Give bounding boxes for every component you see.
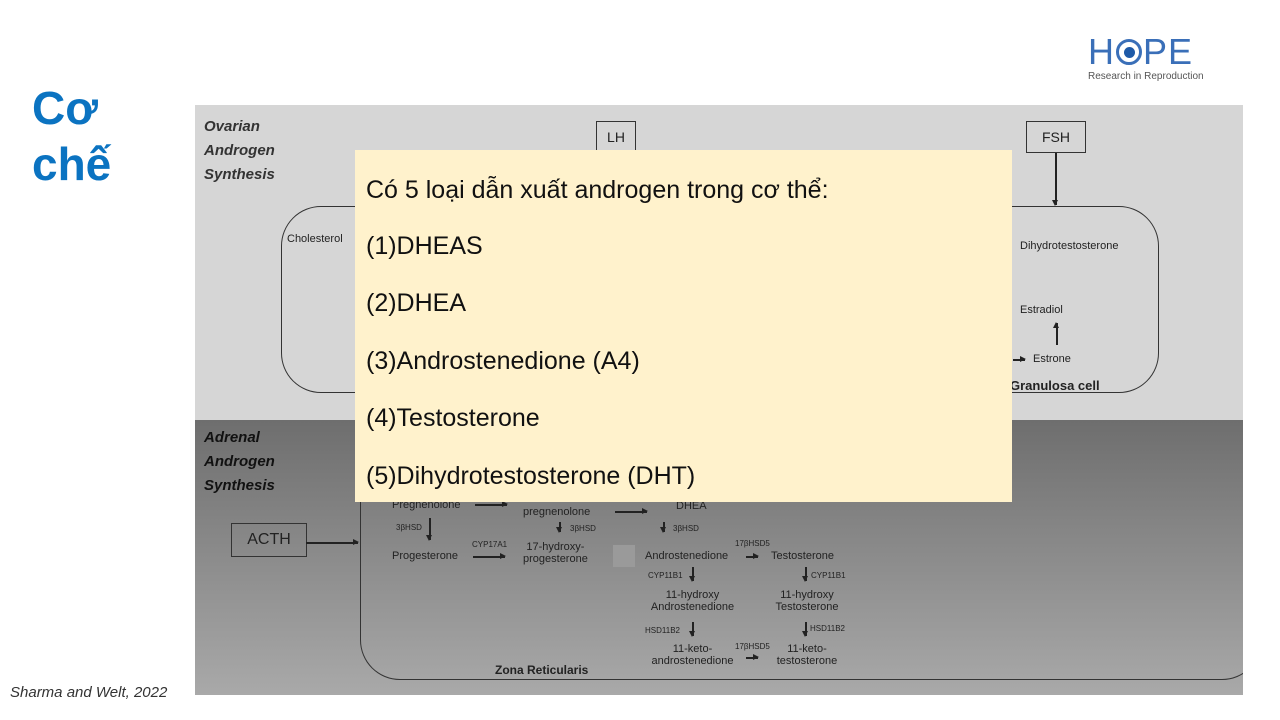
estradiol-label: Estradiol xyxy=(1020,304,1063,316)
dhea-label: DHEA xyxy=(676,500,707,512)
label-line: Ovarian xyxy=(204,118,260,135)
arrow xyxy=(802,622,808,637)
hydroxy-progesterone-label: 17-hydroxy- progesterone xyxy=(523,541,588,565)
obscured-patch xyxy=(613,545,635,567)
text-line: 17-hydroxy- xyxy=(526,541,585,553)
to-estrone-arrow xyxy=(1013,356,1026,362)
enzyme-label: HSD11B2 xyxy=(645,626,680,635)
testosterone-label: Testosterone xyxy=(771,550,834,562)
adrenal-label: Adrenal Androgen Synthesis xyxy=(204,426,275,498)
text-line: androstenedione xyxy=(651,655,734,667)
enzyme-label: CYP17A1 xyxy=(472,540,508,549)
arrow xyxy=(689,622,695,637)
text-line: Androstenedione xyxy=(650,601,735,613)
callout-item: (4)Testosterone xyxy=(366,404,540,432)
text-line: testosterone xyxy=(776,655,838,667)
enzyme-label: CYP11B1 xyxy=(811,571,846,580)
text-line: 11-hydroxy xyxy=(780,589,834,601)
keto-testosterone-label: 11-keto- testosterone xyxy=(769,643,845,667)
keto-androstenedione-label: 11-keto- androstenedione xyxy=(645,643,740,667)
arrow xyxy=(475,501,508,507)
label-line: Androgen xyxy=(204,453,275,470)
label-line: Androgen xyxy=(204,142,275,159)
callout-item: (5)Dihydrotestosterone (DHT) xyxy=(366,462,696,490)
arrow xyxy=(473,553,506,559)
text-line: Testosterone xyxy=(775,601,839,613)
granulosa-cell-label: Granulosa cell xyxy=(1010,378,1100,393)
eye-icon xyxy=(1116,39,1142,65)
arrow xyxy=(802,567,808,582)
lh-box: LH xyxy=(596,121,636,153)
pregnenolone-label: Pregnenolone xyxy=(392,499,461,511)
label-line: Adrenal xyxy=(204,429,260,446)
enzyme-label: 3βHSD xyxy=(673,524,699,533)
dihydrotestosterone-label: Dihydrotestosterone xyxy=(1020,240,1119,252)
label-line: Synthesis xyxy=(204,166,275,183)
ovarian-label: Ovarian Androgen Synthesis xyxy=(204,115,275,187)
text-line: 11-keto- xyxy=(672,643,713,655)
citation: Sharma and Welt, 2022 xyxy=(10,684,168,701)
title-line-2: chế xyxy=(32,138,112,190)
enzyme-label: 17βHSD5 xyxy=(735,539,770,548)
hydroxy-pregnenolone-label: pregnenolone xyxy=(523,506,591,518)
arrow xyxy=(426,518,432,541)
fsh-arrow xyxy=(1052,153,1058,206)
text-line: 11-hydroxy xyxy=(665,589,720,601)
cholesterol-label: Cholesterol xyxy=(287,233,343,245)
callout-heading: Có 5 loại dẫn xuất androgen trong cơ thể… xyxy=(366,176,829,204)
callout-item: (1)DHEAS xyxy=(366,232,483,260)
zona-reticularis-box xyxy=(360,465,1243,680)
text-line: 11-keto- xyxy=(787,643,827,655)
slide-title: Cơ chế xyxy=(32,80,111,192)
fsh-box: FSH xyxy=(1026,121,1086,153)
zona-reticularis-label: Zona Reticularis xyxy=(495,663,589,677)
text-line: progesterone xyxy=(523,553,588,565)
estrone-label: Estrone xyxy=(1033,353,1071,365)
arrow xyxy=(746,654,759,660)
enzyme-label: 17βHSD5 xyxy=(735,642,770,651)
acth-box: ACTH xyxy=(231,523,307,557)
enzyme-label: 3βHSD xyxy=(570,524,596,533)
androgen-types-callout: Có 5 loại dẫn xuất androgen trong cơ thể… xyxy=(355,150,1012,502)
label-line: Synthesis xyxy=(204,477,275,494)
progesterone-label: Progesterone xyxy=(392,550,459,562)
callout-item: (2)DHEA xyxy=(366,289,467,317)
arrow xyxy=(746,553,759,559)
enzyme-label: CYP11B1 xyxy=(648,571,683,580)
arrow xyxy=(660,522,666,533)
hydroxy-androstenedione-label: 11-hydroxy Androstenedione xyxy=(645,589,740,613)
acth-arrow xyxy=(306,539,359,545)
arrow xyxy=(556,522,562,533)
androstenedione-label: Androstenedione xyxy=(645,550,729,562)
arrow xyxy=(615,508,648,514)
title-line-1: Cơ xyxy=(32,82,98,134)
logo-subtitle: Research in Reproduction xyxy=(1088,71,1204,82)
arrow xyxy=(689,567,695,582)
enzyme-label: HSD11B2 xyxy=(810,624,845,633)
estrone-to-estradiol-arrow xyxy=(1053,322,1059,345)
enzyme-label: 3βHSD xyxy=(396,523,422,532)
callout-item: (3)Androstenedione (A4) xyxy=(366,347,640,375)
hydroxy-testosterone-label: 11-hydroxy Testosterone xyxy=(769,589,845,613)
